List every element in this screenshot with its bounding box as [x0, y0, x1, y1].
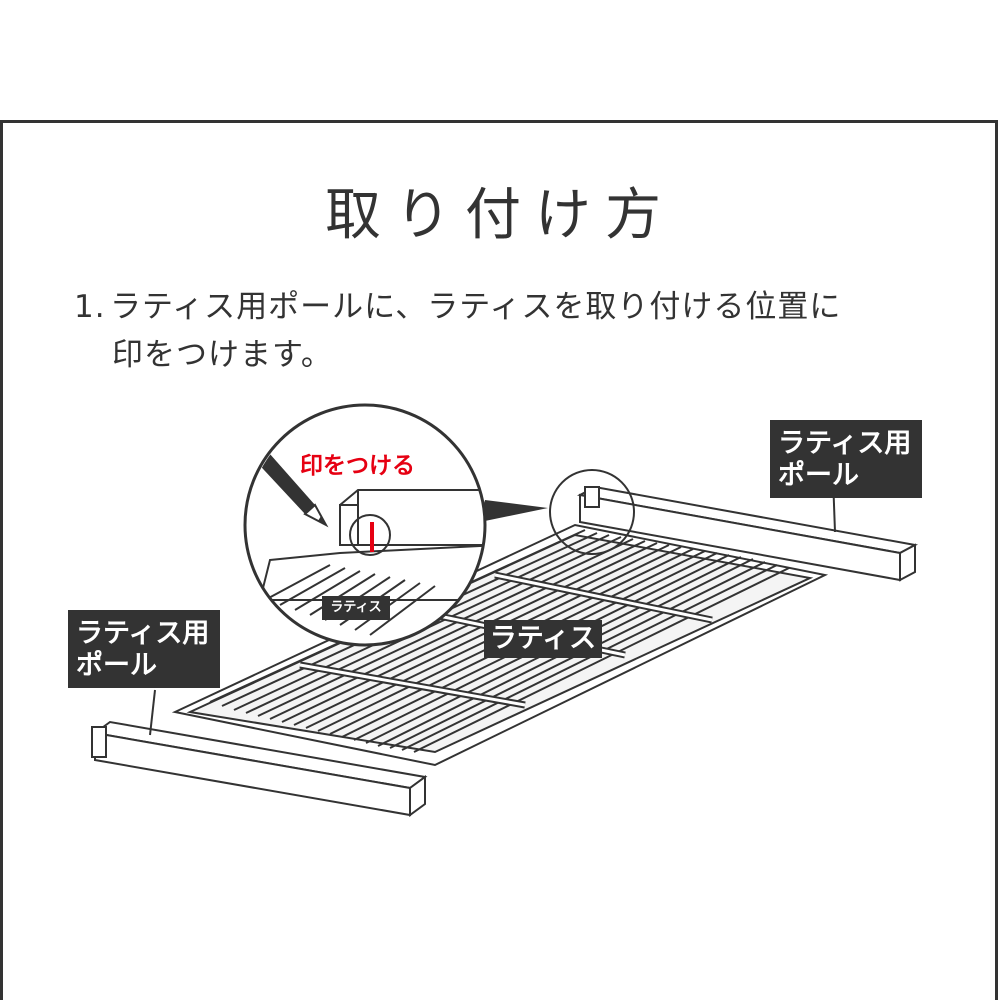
pole-left: [91, 689, 428, 817]
zoom-pointer-icon: [480, 500, 548, 522]
pole-right-label-line2: ポール: [778, 460, 859, 491]
page-title: 取り付け方: [325, 183, 675, 248]
zoom-detail: [243, 403, 487, 647]
lattice-label: ラティス: [484, 620, 602, 658]
pencil-icon: [250, 445, 329, 528]
pole-right: [576, 449, 919, 582]
highlight-circle: [549, 469, 635, 555]
step-instruction: 1.ラティス用ポールに、ラティスを取り付ける位置に 印をつけます。: [74, 283, 841, 379]
pole-right-label: ラティス用 ポール: [770, 420, 922, 498]
pole-left-label-line1: ラティス用: [76, 618, 210, 649]
content-frame: [0, 120, 998, 1000]
pole-right-label-line1: ラティス用: [778, 428, 912, 459]
step-text-line2: 印をつけます。: [112, 337, 333, 373]
lattice-zoom-label: ラティス: [322, 596, 390, 620]
pole-left-label: ラティス用 ポール: [68, 610, 220, 688]
step-text-line1: ラティス用ポールに、ラティスを取り付ける位置に: [110, 289, 842, 325]
step-number: 1.: [74, 289, 106, 325]
mark-instruction-label: 印をつける: [300, 453, 415, 479]
pole-left-label-line2: ポール: [76, 650, 157, 681]
